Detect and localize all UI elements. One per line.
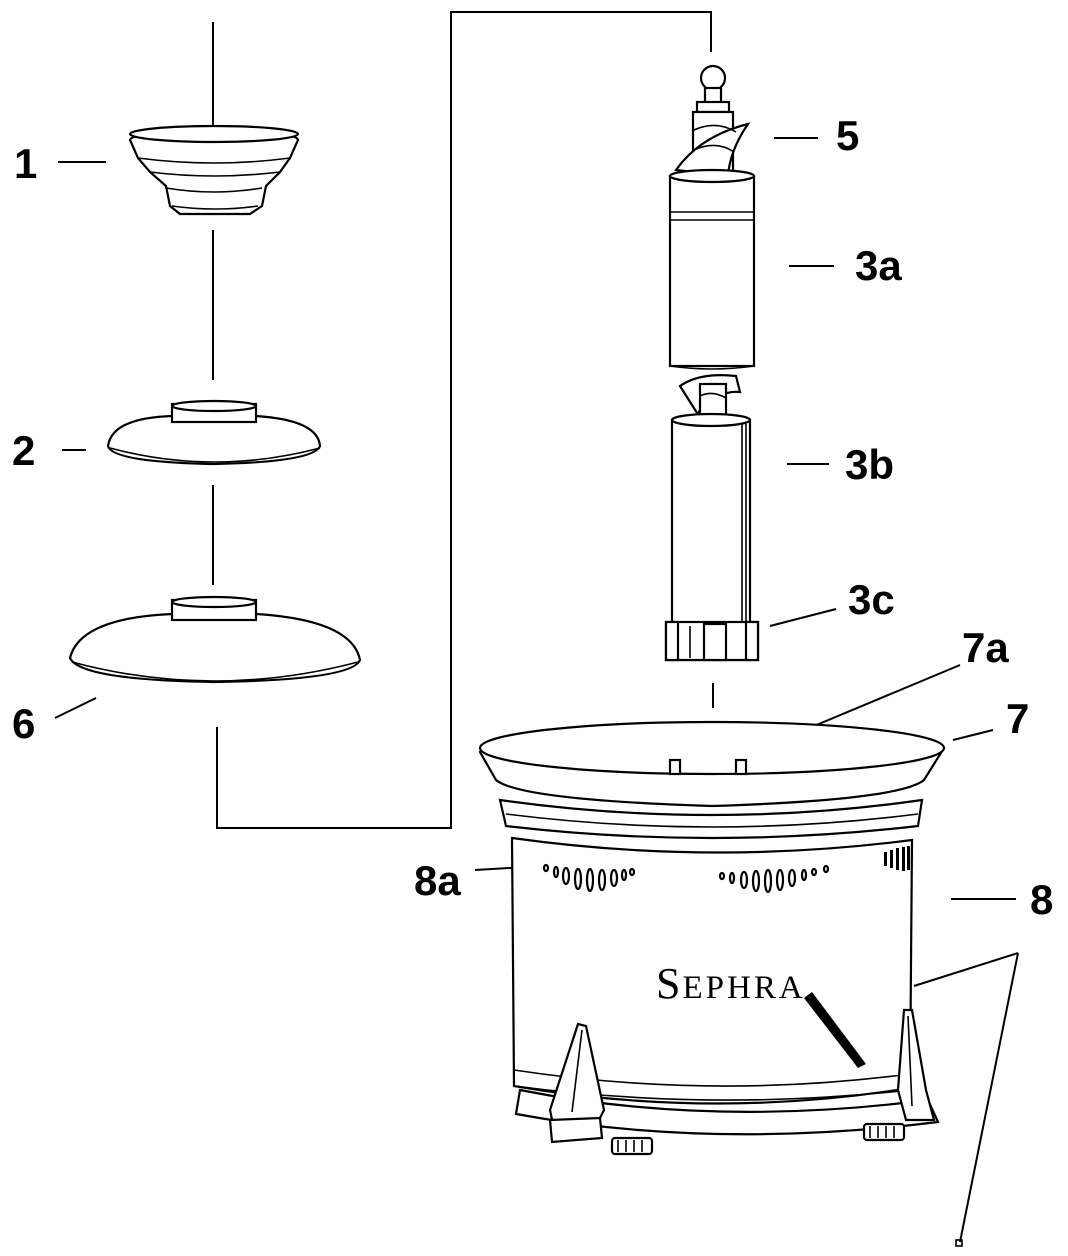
- vents-center: [718, 864, 830, 894]
- connector-path: [216, 11, 712, 829]
- brand-logo-text: SEPHRA: [656, 959, 806, 1008]
- label-3a: 3a: [855, 242, 902, 289]
- part-8-housing: [510, 836, 940, 1136]
- leader-end-marker: [955, 1239, 963, 1247]
- leader-6: [54, 697, 97, 719]
- label-7: 7: [1006, 695, 1029, 742]
- label-3c: 3c: [848, 576, 895, 623]
- part-1-cup: [128, 124, 300, 216]
- feet: [548, 1008, 936, 1156]
- leader-7: [952, 729, 994, 741]
- part-2-lid: [106, 399, 322, 466]
- part-3c-base: [664, 620, 760, 662]
- vents-left: [542, 863, 636, 893]
- leader-section: [913, 952, 1019, 987]
- leader-lines: [54, 137, 1019, 1247]
- brand-logo: SEPHRA: [656, 959, 866, 1068]
- part-labels: 1 2 6 5 3a 3b 3c 7a 7 8 8a: [12, 112, 1053, 923]
- label-7a: 7a: [962, 624, 1009, 671]
- label-1: 1: [14, 140, 37, 187]
- label-8a: 8a: [414, 857, 461, 904]
- label-8: 8: [1030, 876, 1053, 923]
- part-3a-tube: [668, 168, 756, 428]
- label-5: 5: [836, 112, 859, 159]
- label-3b: 3b: [845, 441, 894, 488]
- label-2: 2: [12, 427, 35, 474]
- leader-3c: [769, 608, 837, 627]
- part-3b-tube: [670, 412, 752, 662]
- part-6-large-lid: [68, 595, 362, 684]
- label-6: 6: [12, 700, 35, 747]
- leader-section-down: [959, 952, 1019, 1243]
- assembly-lines: [212, 11, 714, 829]
- part-7-bowl: [478, 720, 946, 840]
- part-5-auger: [674, 64, 751, 178]
- vents-right: [884, 846, 910, 871]
- pointer-arrow: [804, 992, 866, 1068]
